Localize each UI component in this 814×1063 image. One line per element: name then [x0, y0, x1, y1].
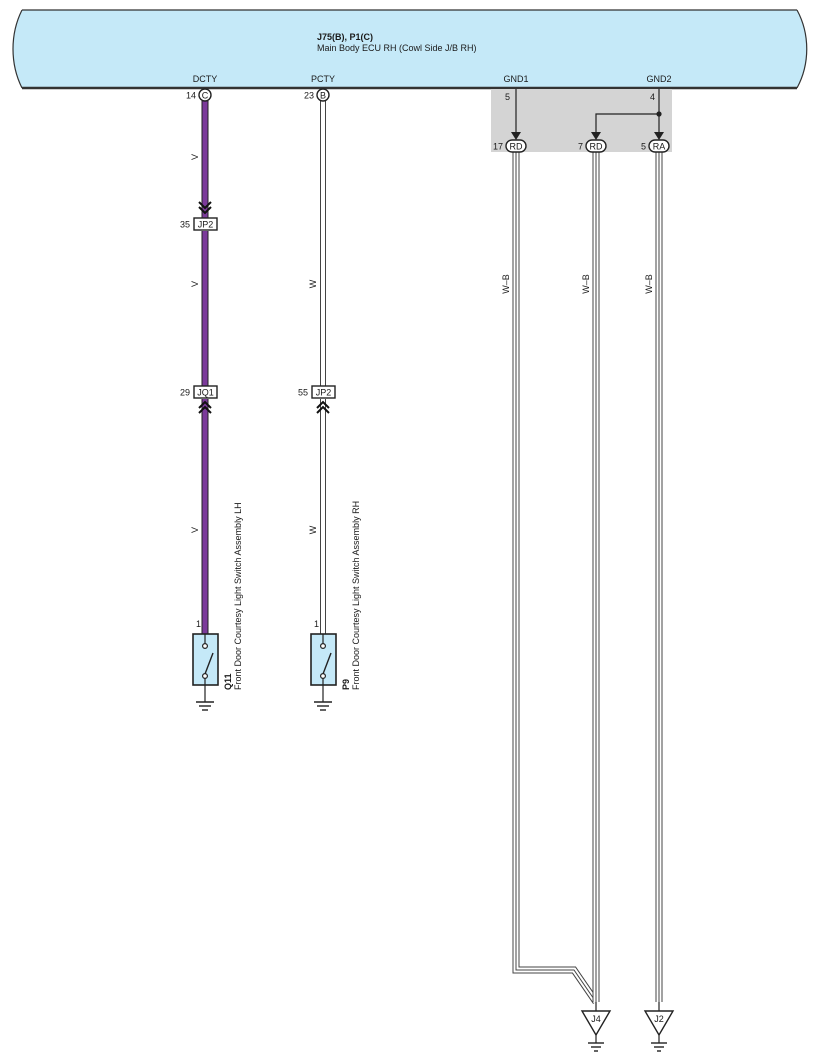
gnd1-pin: 5 [505, 92, 510, 102]
junction-connector: JQ1 [197, 388, 214, 398]
switch-lh-pin: 1 [196, 619, 201, 629]
wire-color-label: W [308, 279, 318, 288]
ground-terminal-pin: 7 [578, 142, 583, 152]
gnd-wires [512, 152, 663, 1004]
terminal-dcty-name: DCTY [193, 74, 218, 84]
junction-dcty-lower: JQ1 29 [180, 385, 218, 414]
gnd2-pin: 4 [650, 92, 655, 102]
terminal-dcty-connector: C [202, 91, 209, 101]
terminal-gnd1-name: GND1 [503, 74, 528, 84]
terminal-pcty-pin: 23 [304, 91, 314, 101]
junction-connector: JP2 [198, 220, 214, 230]
junction-pcty-lower: JP2 55 [298, 385, 336, 414]
junction-pin: 35 [180, 220, 190, 230]
switch-lh: 1 Q11 Front Door Courtesy Light Switch A… [192, 502, 243, 711]
terminal-pcty-connector: B [320, 91, 326, 101]
switch-rh-pin: 1 [314, 619, 319, 629]
ground-terminal-pin: 17 [493, 142, 503, 152]
wire-color-label: W–B [501, 274, 511, 294]
junction-connector: JP2 [316, 388, 332, 398]
terminal-dcty-pin: 14 [186, 91, 196, 101]
ground-point-label: J2 [654, 1014, 664, 1024]
junction-pin: 55 [298, 388, 308, 398]
wire-color-label: V [190, 154, 200, 160]
ground-point-j4: J4 [580, 1002, 612, 1052]
ground-terminal-rd-17: RD 17 [493, 139, 527, 153]
terminal-dcty: C 14 [186, 88, 212, 102]
wire-color-label: V [190, 527, 200, 533]
ground-terminal-pin: 5 [641, 142, 646, 152]
terminal-pcty: B 23 [304, 88, 330, 102]
ground-terminal-connector: RD [590, 142, 603, 152]
terminal-pcty-name: PCTY [311, 74, 335, 84]
junction-dcty-upper: JP2 35 [180, 201, 218, 231]
ground-terminal-connector: RD [510, 142, 523, 152]
ecu-box [12, 9, 808, 90]
switch-rh: 1 P9 Front Door Courtesy Light Switch As… [310, 501, 361, 711]
ecu-connector-ids: J75(B), P1(C) [317, 32, 373, 42]
wire-color-label: W–B [644, 274, 654, 294]
switch-rh-id: P9 [341, 679, 351, 690]
ground-terminal-connector: RA [653, 142, 666, 152]
splice-dot [656, 111, 662, 117]
wire-color-label: V [190, 281, 200, 287]
terminal-gnd2-name: GND2 [646, 74, 671, 84]
junction-pin: 29 [180, 388, 190, 398]
wire-color-label: W–B [581, 274, 591, 294]
wire-color-label: W [308, 525, 318, 534]
switch-rh-name: Front Door Courtesy Light Switch Assembl… [351, 501, 361, 690]
ground-point-j2: J2 [643, 1002, 675, 1052]
ecu-name: Main Body ECU RH (Cowl Side J/B RH) [317, 43, 477, 53]
gnd-arrows [511, 132, 664, 140]
ground-point-label: J4 [591, 1014, 601, 1024]
switch-lh-id: Q11 [223, 673, 233, 690]
ground-terminal-rd-7: RD 7 [578, 139, 607, 153]
switch-lh-name: Front Door Courtesy Light Switch Assembl… [233, 502, 243, 690]
ground-terminal-ra-5: RA 5 [641, 139, 670, 153]
